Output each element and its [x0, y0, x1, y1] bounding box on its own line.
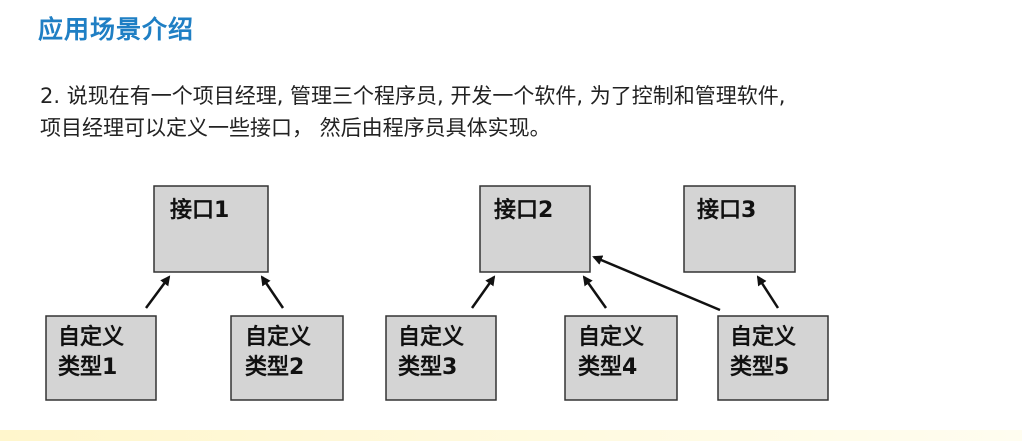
interface-box-1 [153, 185, 269, 273]
interface-box-3 [683, 185, 796, 273]
type-box-1 [45, 315, 157, 401]
type-box-2 [230, 315, 344, 401]
type-label-5-line-2: 类型5 [730, 355, 790, 380]
description-line-1: 2. 说现在有一个项目经理, 管理三个程序员, 开发一个软件, 为了控制和管理软… [40, 84, 786, 108]
type-label-3-line-2: 类型3 [398, 355, 458, 380]
arrow-type5-to-interface3 [756, 275, 780, 309]
arrow-type3-to-interface2 [470, 275, 496, 309]
description-line-2: 项目经理可以定义一些接口， 然后由程序员具体实现。 [40, 116, 551, 140]
arrow-type5-to-interface2 [592, 255, 721, 312]
slide-bottom-strip [0, 430, 1022, 441]
slide-description: 2. 说现在有一个项目经理, 管理三个程序员, 开发一个软件, 为了控制和管理软… [40, 80, 1000, 144]
type-label-5: 自定义 类型5 [730, 323, 796, 383]
type-label-2: 自定义 类型2 [245, 323, 311, 383]
type-label-2-line-1: 自定义 [245, 325, 312, 350]
type-label-1-line-1: 自定义 [58, 325, 125, 350]
arrow-type1-to-interface1 [144, 275, 171, 309]
arrow-type4-to-interface2 [582, 275, 608, 309]
type-box-3 [385, 315, 497, 401]
interface-label-1: 接口1 [170, 198, 230, 223]
type-label-4: 自定义 类型4 [578, 323, 644, 383]
type-label-3-line-1: 自定义 [398, 325, 465, 350]
interface-label-2: 接口2 [494, 198, 554, 223]
type-label-3: 自定义 类型3 [398, 323, 464, 383]
interface-box-2 [479, 185, 591, 273]
type-box-5 [717, 315, 829, 401]
type-label-4-line-2: 类型4 [578, 355, 638, 380]
type-box-4 [564, 315, 678, 401]
type-label-5-line-1: 自定义 [730, 325, 797, 350]
type-label-1: 自定义 类型1 [58, 323, 124, 383]
interface-label-3: 接口3 [697, 198, 757, 223]
slide-title: 应用场景介绍 [38, 15, 195, 44]
type-label-4-line-1: 自定义 [578, 325, 645, 350]
arrow-type2-to-interface1 [260, 275, 285, 309]
type-label-2-line-2: 类型2 [245, 355, 305, 380]
type-label-1-line-2: 类型1 [58, 355, 118, 380]
